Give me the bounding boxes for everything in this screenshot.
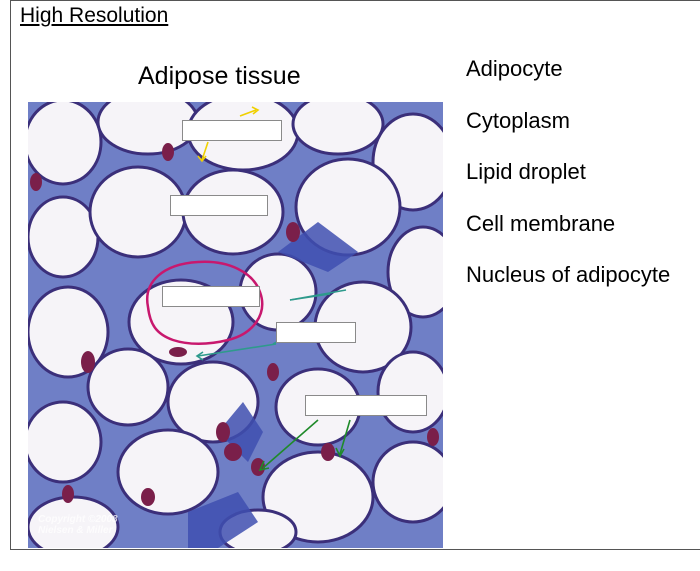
label-bank: Adipocyte Cytoplasm Lipid droplet Cell m… <box>466 52 670 310</box>
slide-frame <box>10 0 700 550</box>
copyright-watermark: Copyright ©2008 Nielsen & Miller <box>38 514 118 536</box>
copyright-line-1: Copyright ©2008 <box>38 514 118 525</box>
micrograph-title: Adipose tissue <box>138 62 301 90</box>
adipose-micrograph <box>28 102 443 548</box>
copyright-line-2: Nielsen & Miller <box>38 525 113 536</box>
answer-box-1[interactable] <box>182 120 282 141</box>
label-lipid-droplet[interactable]: Lipid droplet <box>466 159 586 184</box>
slide-title: High Resolution <box>20 4 169 27</box>
highlighted-adipocyte-outline <box>145 260 264 345</box>
answer-box-3[interactable] <box>162 286 260 307</box>
label-cytoplasm[interactable]: Cytoplasm <box>466 107 570 133</box>
answer-box-2[interactable] <box>170 195 268 216</box>
label-adipocyte[interactable]: Adipocyte <box>466 56 563 81</box>
label-cell-membrane[interactable]: Cell membrane <box>466 210 616 236</box>
label-nucleus-of-adipocyte[interactable]: Nucleus of adipocyte <box>466 262 671 287</box>
answer-box-5[interactable] <box>305 395 427 416</box>
answer-box-4[interactable] <box>276 322 356 343</box>
